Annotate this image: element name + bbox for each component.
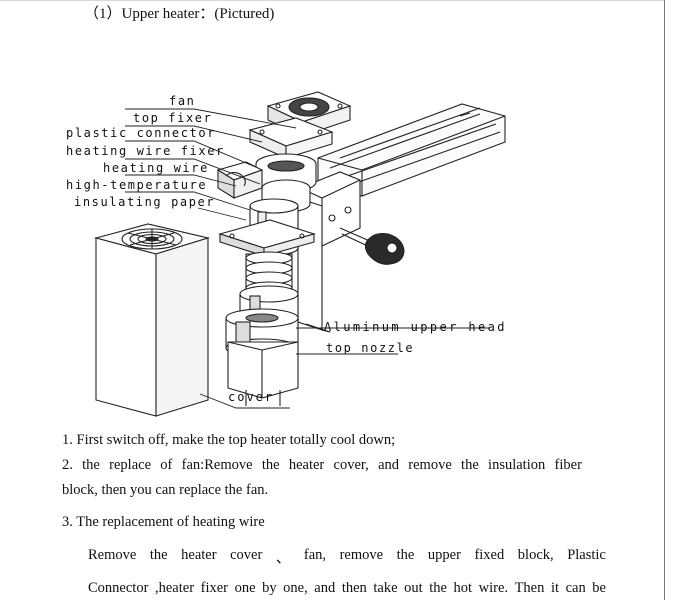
word: can	[565, 580, 586, 596]
step-2-line-2: block, then you can replace the fan.	[62, 482, 269, 498]
word: wire.	[478, 580, 508, 596]
section-heading: （1）Upper heater：(Pictured)	[84, 6, 275, 22]
step-2-line-1: 2. the replace of fan:Remove the heater cover, a…	[62, 457, 582, 474]
word: and	[314, 580, 336, 596]
page-top-edge	[0, 0, 664, 1]
word: take	[373, 580, 398, 596]
word: it	[550, 580, 560, 596]
label-heating-wire-fixer: heating wire fixer	[66, 144, 225, 158]
word: fan,	[303, 547, 327, 563]
word: hot	[453, 580, 473, 596]
label-top-nozzle: top nozzle	[326, 341, 415, 355]
heater-cover	[93, 223, 211, 417]
word: Plastic	[567, 547, 606, 563]
word: the	[261, 457, 280, 473]
flange	[218, 219, 316, 257]
word: fan:Remove	[181, 457, 253, 473]
word: the	[82, 457, 100, 473]
word: fixer	[200, 580, 228, 596]
label-plastic-connector: plastic connector	[66, 126, 217, 140]
word: cover,	[333, 457, 369, 473]
word: one,	[283, 580, 308, 596]
leader-lines	[125, 108, 490, 409]
word: the	[149, 547, 168, 563]
word: 2.	[62, 457, 73, 473]
label-fan: fan	[169, 94, 196, 108]
terminal-box	[216, 161, 264, 199]
word: upper	[427, 547, 461, 563]
word: heater	[288, 457, 325, 473]
word: Remove	[88, 547, 137, 563]
word: by	[262, 580, 277, 596]
word: remove	[408, 457, 452, 473]
word: replace	[109, 457, 152, 473]
label-high-temperature: high-temperature	[66, 178, 208, 192]
word: remove	[339, 547, 384, 563]
word: cover	[230, 547, 263, 563]
word: the	[461, 457, 479, 473]
word: be	[592, 580, 606, 596]
word: the	[429, 580, 447, 596]
word: heater	[181, 547, 217, 563]
label-insulating-paper: insulating paper	[74, 195, 216, 209]
word: Connector	[88, 580, 149, 596]
word: block,	[517, 547, 554, 563]
label-cover: cover	[228, 390, 275, 404]
word: and	[378, 457, 399, 473]
knob	[339, 227, 405, 265]
word: out	[404, 580, 423, 596]
top-fixer	[248, 117, 334, 159]
label-top-fixer: top fixer	[133, 111, 213, 125]
word: fiber	[554, 457, 582, 473]
label-heating-wire: heating wire	[103, 161, 209, 175]
label-aluminum-upper-head: Aluminum upper head	[324, 320, 507, 334]
word: 、	[275, 551, 291, 567]
word: fixed	[474, 547, 505, 563]
top-nozzle-part	[227, 341, 299, 406]
word: one	[234, 580, 256, 596]
word: then	[341, 580, 367, 596]
word: of	[160, 457, 173, 473]
word: Then	[514, 580, 545, 596]
rail	[317, 103, 506, 209]
word: the	[396, 547, 415, 563]
page-right-edge	[664, 0, 665, 600]
step-3-title: 3. The replacement of heating wire	[62, 514, 265, 530]
upper-heater-diagram	[93, 91, 506, 417]
word: insulation	[488, 457, 546, 473]
step-1-text: 1. First switch off, make the top heater…	[62, 432, 396, 448]
word: ,heater	[154, 580, 195, 596]
